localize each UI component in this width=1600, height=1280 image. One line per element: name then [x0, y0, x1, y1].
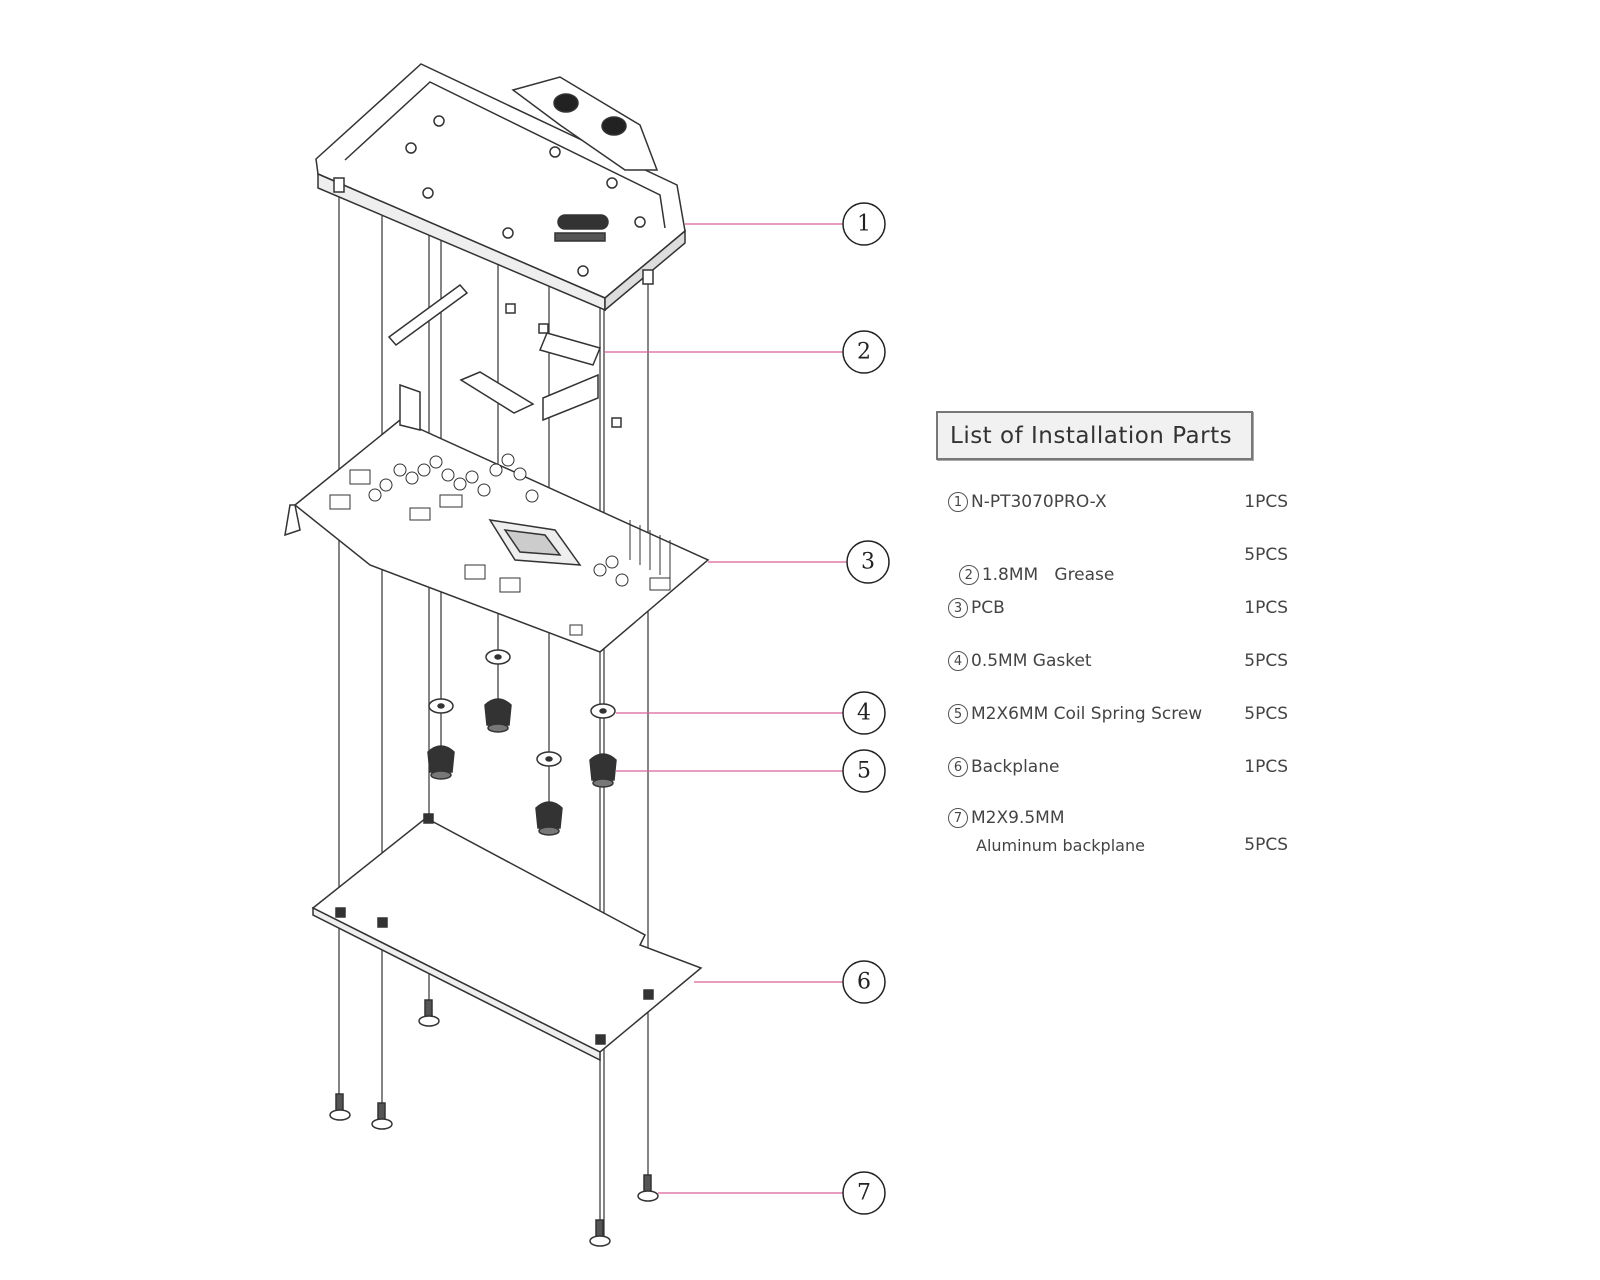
part-number-badge: 1 — [948, 492, 968, 512]
part-qty: 5PCS — [1244, 704, 1288, 724]
part-name: 0.5MM Gasket — [971, 651, 1092, 671]
callout-6: 6 — [857, 970, 871, 995]
callout-7: 7 — [857, 1181, 871, 1206]
part-name: Backplane — [971, 757, 1060, 777]
backplane-screws — [329, 999, 659, 1247]
part-number-badge: 4 — [948, 651, 968, 671]
part-name: PCB — [971, 598, 1005, 618]
part-qty: 1PCS — [1244, 598, 1288, 618]
callout-circles — [842, 202, 890, 1215]
part-number-badge: 7 — [948, 808, 968, 828]
part-name: 1.8MM Grease — [981, 565, 1115, 585]
part-number-badge: 2 — [958, 565, 979, 585]
part-qty: 1PCS — [1244, 492, 1288, 512]
callout-2: 2 — [857, 340, 871, 365]
part-name: N-PT3070PRO-X — [971, 492, 1107, 512]
part-qty: 5PCS — [1244, 651, 1288, 671]
part-name: M2X6MM Coil Spring Screw — [971, 704, 1203, 724]
spring-screws — [427, 698, 617, 836]
pcb — [284, 383, 710, 653]
part-name: M2X9.5MM — [971, 808, 1065, 828]
gaskets — [428, 649, 616, 767]
part-qty: 5PCS — [1244, 545, 1288, 565]
part-qty: 5PCS — [1244, 835, 1288, 855]
callout-3: 3 — [861, 550, 875, 575]
thermal-pads — [387, 283, 622, 428]
backplane — [311, 813, 703, 1062]
part-number-badge: 6 — [948, 757, 968, 777]
part-number-badge: 5 — [948, 704, 968, 724]
parts-list-title: List of Installation Parts — [936, 411, 1253, 460]
callout-4: 4 — [857, 701, 871, 726]
water-block — [315, 63, 686, 312]
callout-1: 1 — [857, 212, 871, 237]
part-qty: 1PCS — [1244, 757, 1288, 777]
part-subname: Aluminum backplane — [976, 836, 1145, 855]
part-number-badge: 3 — [948, 598, 968, 618]
callout-5: 5 — [857, 759, 871, 784]
leader-lines — [604, 223, 847, 1194]
